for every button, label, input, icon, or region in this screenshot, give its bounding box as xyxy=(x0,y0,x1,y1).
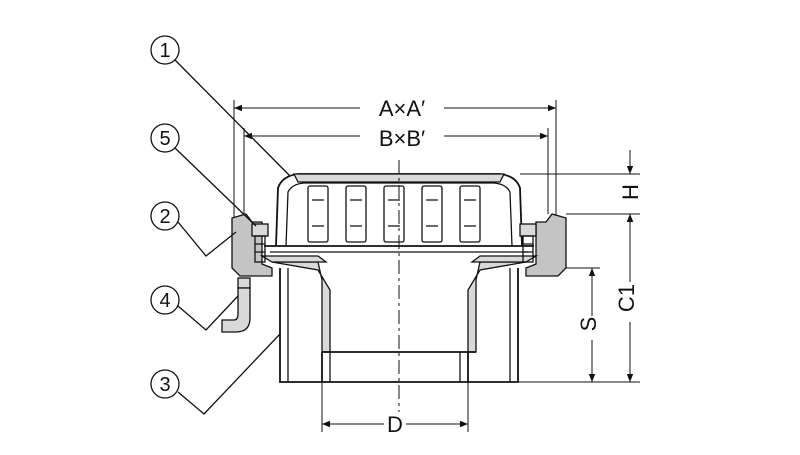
grate-slots xyxy=(307,185,481,243)
dimension-c1-label: C1 xyxy=(614,284,639,312)
bolt-right xyxy=(519,223,537,263)
bolt-left xyxy=(251,223,269,263)
callout-5-label: 5 xyxy=(159,128,170,150)
dimension-h-label: H xyxy=(618,184,643,200)
callout-1: 1 xyxy=(150,35,291,177)
drain-body xyxy=(271,261,527,383)
callout-5: 5 xyxy=(150,123,257,227)
callout-4-label: 4 xyxy=(159,290,170,312)
dimension-a-label: A×A′ xyxy=(379,96,425,121)
dimension-s-label: S xyxy=(576,317,601,332)
dimension-s: S xyxy=(566,267,604,382)
callout-1-label: 1 xyxy=(159,40,170,62)
dimension-a: A×A′ xyxy=(233,94,557,218)
dimension-b: B×B′ xyxy=(243,124,549,214)
dimension-b-label: B×B′ xyxy=(379,126,425,151)
dimension-d: D xyxy=(321,382,469,437)
callout-3-label: 3 xyxy=(159,374,170,396)
callout-4: 4 xyxy=(150,285,239,331)
callout-2: 2 xyxy=(150,201,237,257)
dimension-d-label: D xyxy=(387,412,403,437)
drain-elbow xyxy=(221,277,251,333)
callout-2-label: 2 xyxy=(159,206,170,228)
dimension-c1: C1 xyxy=(518,214,642,383)
callout-3: 3 xyxy=(150,333,281,415)
